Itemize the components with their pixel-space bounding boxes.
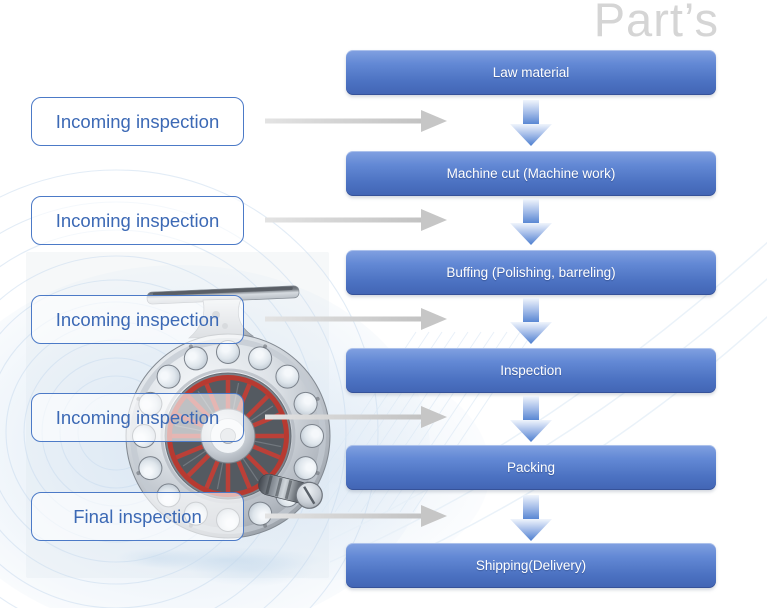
inspection-box-4: Incoming inspection — [31, 393, 244, 442]
right-arrow-icon — [265, 110, 447, 132]
inspection-label: Incoming inspection — [55, 209, 220, 231]
right-arrow-icon — [265, 505, 447, 527]
right-arrow-icon — [265, 406, 447, 428]
inspection-label: Incoming inspection — [55, 110, 220, 132]
flow-step-inspection: Inspection — [346, 348, 716, 393]
inspection-label: Incoming inspection — [55, 406, 220, 428]
right-arrow-icon — [265, 209, 447, 231]
inspection-box-2: Incoming inspection — [31, 196, 244, 245]
inspection-box-5: Final inspection — [31, 492, 244, 541]
down-arrow-icon — [510, 396, 552, 442]
right-arrow-icon — [265, 308, 447, 330]
page-title: Part’s — [593, 0, 719, 46]
inspection-label: Incoming inspection — [55, 308, 220, 330]
flow-step-machine-cut: Machine cut (Machine work) — [346, 151, 716, 196]
inspection-box-3: Incoming inspection — [31, 295, 244, 344]
down-arrow-icon — [510, 298, 552, 344]
inspection-label: Final inspection — [73, 505, 202, 527]
down-arrow-icon — [510, 495, 552, 541]
flow-step-buffing: Buffing (Polishing, barreling) — [346, 250, 716, 295]
flow-step-law-material: Law material — [346, 50, 716, 95]
down-arrow-icon — [510, 199, 552, 245]
flow-step-packing: Packing — [346, 445, 716, 490]
down-arrow-icon — [510, 100, 552, 146]
flow-step-shipping: Shipping(Delivery) — [346, 543, 716, 588]
inspection-box-1: Incoming inspection — [31, 97, 244, 146]
